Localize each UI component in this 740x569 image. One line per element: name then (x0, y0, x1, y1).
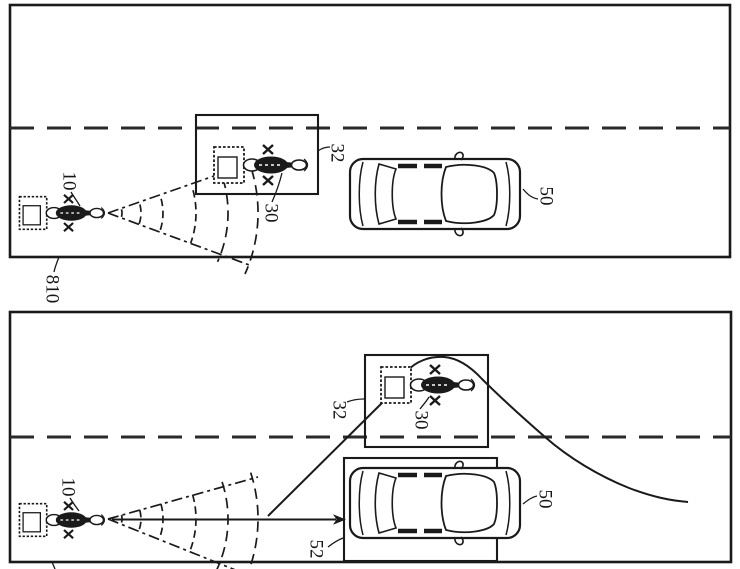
top-label-30: 30 (261, 204, 282, 223)
bottom-car (350, 461, 520, 544)
label-810: 810 (42, 275, 63, 304)
sensor-arc-6 (244, 168, 259, 275)
sensor-arc-3 (158, 198, 164, 233)
sensor-arc-6 (248, 472, 259, 569)
sensor-arc-1 (120, 209, 123, 219)
bottom-label-30-leader (419, 396, 430, 410)
lane-change-trajectory-curve (405, 355, 689, 503)
top-panel: 10 30 32 50 810 (8, 3, 732, 304)
sensor-arc-4 (189, 494, 197, 551)
bottom-panel: 10 30 32 50 52 (8, 310, 733, 569)
cutoff-leader-tick (51, 561, 56, 569)
bottom-label-10: 10 (58, 478, 79, 497)
top-label-10: 10 (59, 172, 80, 191)
label-52: 52 (306, 540, 327, 559)
bottom-label-30: 30 (411, 411, 432, 430)
bottom-label-50-leader (522, 495, 538, 505)
cone-lower-edge (107, 212, 253, 267)
sensor-arc-5 (216, 481, 229, 569)
label-52-leader (327, 537, 344, 548)
cone-lower-edge (107, 518, 236, 569)
label-810-leader (53, 256, 60, 273)
range-arrow-head (333, 514, 346, 525)
bottom-sensor-cone (107, 472, 259, 569)
bottom-label-32-leader (346, 398, 365, 403)
sensor-arc-2 (138, 204, 142, 225)
sensor-arc-2 (137, 509, 142, 532)
top-label-32-leader (317, 146, 331, 152)
detection-ray (267, 398, 387, 517)
top-label-50-leader (522, 188, 539, 200)
top-detection-box (194, 113, 320, 196)
bottom-ego-motorcycle (18, 500, 106, 540)
top-car (350, 152, 520, 235)
bottom-label-10-leader (69, 497, 80, 512)
sensor-arc-4 (189, 189, 197, 244)
top-label-50: 50 (536, 187, 557, 206)
top-ego-motorcycle (18, 193, 106, 233)
top-label-32: 32 (327, 144, 348, 163)
bottom-detection-box-motorcycle (363, 353, 490, 449)
top-label-10-leader (70, 191, 81, 207)
top-label-30-leader (271, 172, 283, 203)
bottom-label-50: 50 (535, 490, 556, 509)
top-road-border (8, 3, 732, 259)
sensor-arc-3 (158, 503, 164, 540)
sensor-arc-5 (216, 177, 229, 263)
bottom-label-32: 32 (329, 401, 350, 420)
top-target-motorcycle (213, 143, 309, 187)
cone-upper-edge (107, 476, 259, 520)
